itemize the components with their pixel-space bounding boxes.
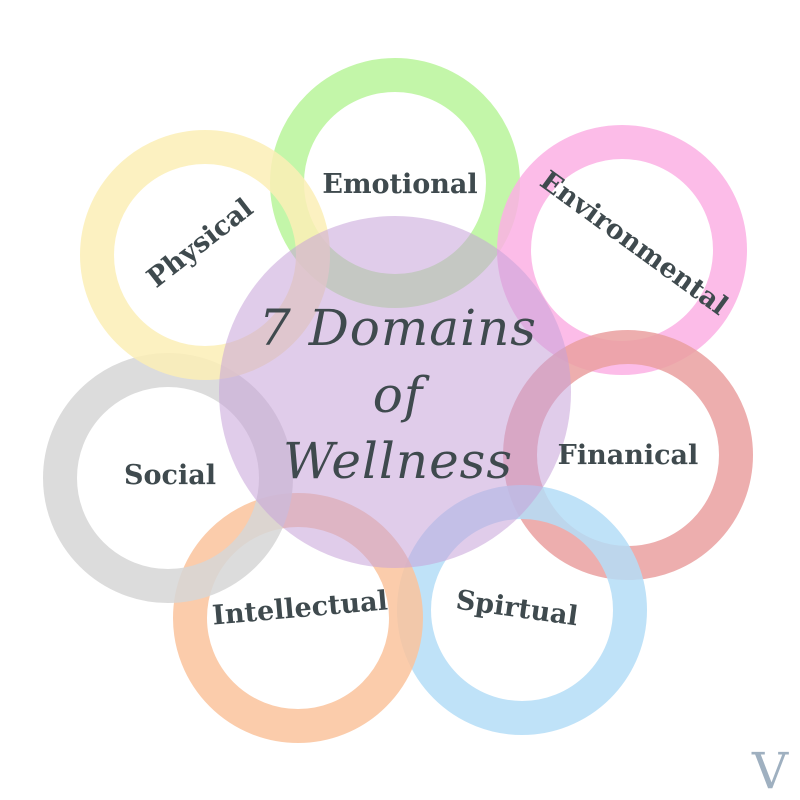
center-title-line-1: 7 Domains bbox=[259, 299, 537, 357]
center-title-line-2: of bbox=[373, 366, 430, 424]
label-physical: Physical bbox=[141, 193, 259, 295]
label-intellectual: Intellectual bbox=[211, 585, 389, 631]
label-emotional: Emotional bbox=[322, 169, 477, 200]
v-logo-icon: V bbox=[751, 742, 789, 800]
center-title-line-3: Wellness bbox=[283, 432, 513, 490]
label-finanical: Finanical bbox=[558, 440, 699, 471]
center-title: 7 Domains of Wellness bbox=[259, 299, 537, 490]
label-spirtual: Spirtual bbox=[454, 585, 580, 633]
logo-letter: V bbox=[751, 742, 789, 800]
label-social: Social bbox=[124, 460, 216, 491]
center-circle bbox=[219, 216, 571, 568]
